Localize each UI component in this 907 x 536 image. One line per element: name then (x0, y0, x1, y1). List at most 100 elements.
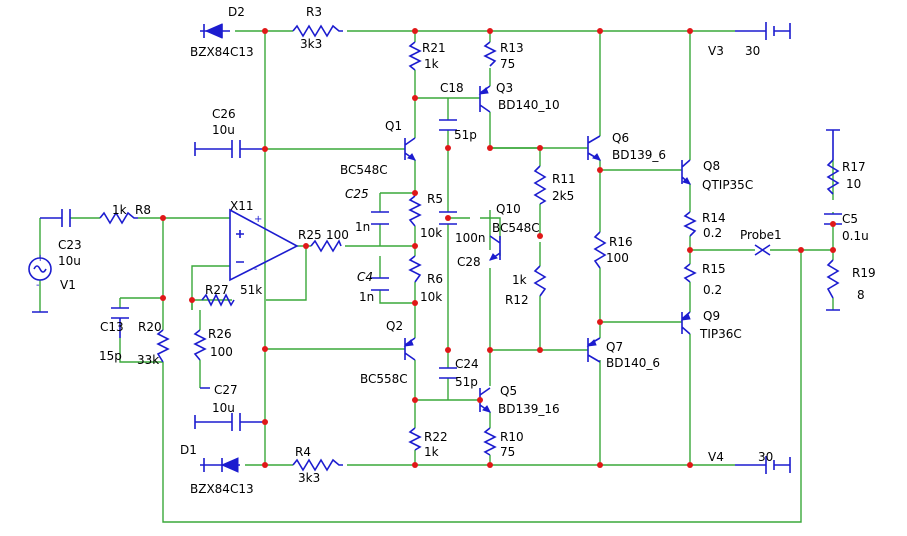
capacitor-c4 (371, 277, 389, 291)
resistor-r16 (593, 231, 607, 269)
label-r8-value: 1k (112, 203, 127, 217)
label-r22: R22 (424, 430, 448, 444)
labels: D2 BZX84C13 R3 3k3 R21 1k R13 75 V3 30 C… (36, 5, 876, 496)
label-c23-value: 10u (58, 254, 81, 268)
label-r14: R14 (702, 211, 726, 225)
resistor-r4 (292, 458, 343, 472)
label-r3: R3 (306, 5, 322, 19)
label-v1: V1 (60, 278, 76, 292)
label-c13: C13 (100, 320, 124, 334)
label-r12: R12 (505, 293, 529, 307)
label-r12-value: 1k (512, 273, 527, 287)
resistor-r11 (533, 165, 547, 205)
label-c5-value: 0.1u (842, 229, 869, 243)
label-q9-value: TIP36C (699, 327, 742, 341)
label-r16-value: 100 (606, 251, 629, 265)
label-q8-value: QTIP35C (702, 178, 753, 192)
label-r21-value: 1k (424, 57, 439, 71)
label-r25: R25 (298, 228, 322, 242)
resistor-r15 (683, 263, 697, 283)
label-r20: R20 (138, 320, 162, 334)
label-c24: C24 (455, 357, 479, 371)
label-d1: D1 (180, 443, 197, 457)
components (28, 22, 842, 474)
supply-sources (735, 22, 791, 474)
label-q7: Q7 (606, 340, 623, 354)
label-r27-value: 51k (240, 283, 262, 297)
label-q2-value: BC558C (360, 372, 408, 386)
label-r26: R26 (208, 327, 232, 341)
label-c26-value: 10u (212, 123, 235, 137)
supply-v4 (735, 456, 791, 474)
capacitors (40, 119, 842, 431)
label-r27: R27 (205, 283, 229, 297)
supply-v3 (735, 22, 791, 40)
label-c4: C4 (357, 270, 373, 284)
label-q7-value: BD140_6 (606, 356, 660, 370)
label-q3: Q3 (496, 81, 513, 95)
label-r13: R13 (500, 41, 524, 55)
label-r20-value: 33k (137, 353, 159, 367)
label-r15-value: 0.2 (703, 283, 722, 297)
label-r17: R17 (842, 160, 866, 174)
label-r3-value: 3k3 (300, 37, 322, 51)
label-r26-value: 100 (210, 345, 233, 359)
label-r6: R6 (427, 272, 443, 286)
label-r19: R19 (852, 266, 876, 280)
label-d2: D2 (228, 5, 245, 19)
label-opamp-plus: + (254, 214, 262, 225)
resistor-r14 (683, 211, 697, 237)
capacitor-c13 (111, 307, 129, 338)
probe1 (754, 244, 771, 256)
label-c13-value: 15p (99, 349, 122, 363)
label-q5: Q5 (500, 384, 517, 398)
resistor-r6 (408, 255, 422, 283)
resistor-r3 (292, 24, 343, 38)
label-q3-value: BD140_10 (498, 98, 560, 112)
label-c23: C23 (58, 238, 82, 252)
label-c28: C28 (457, 255, 481, 269)
label-x11: X11 (230, 199, 254, 213)
capacitor-c26 (194, 140, 265, 158)
diode-d2 (200, 23, 230, 39)
label-c27-value: 10u (212, 401, 235, 415)
label-r25-value: 100 (326, 228, 349, 242)
label-c26: C26 (212, 107, 236, 121)
capacitor-c23 (40, 209, 71, 227)
label-d1-value: BZX84C13 (190, 482, 254, 496)
capacitor-c28 (439, 211, 457, 225)
resistor-r19 (826, 259, 840, 299)
label-q10-value: BC548C (492, 221, 540, 235)
capacitor-c27 (194, 413, 265, 431)
diode-d1 (200, 457, 240, 473)
label-r13-value: 75 (500, 57, 515, 71)
label-v4-value: 30 (758, 450, 773, 464)
label-q6-value: BD139_6 (612, 148, 666, 162)
resistors (99, 24, 840, 472)
capacitor-c25 (371, 211, 389, 225)
label-c25-value: 1n (355, 220, 370, 234)
capacitor-c24 (439, 367, 457, 379)
label-q10: Q10 (496, 202, 521, 216)
resistor-r13 (483, 41, 497, 67)
resistor-r25 (310, 239, 342, 253)
label-r4: R4 (295, 445, 311, 459)
junction-nodes (160, 28, 836, 468)
ground-symbols (32, 129, 840, 389)
label-r6-value: 10k (420, 290, 442, 304)
label-r21: R21 (422, 41, 446, 55)
resistor-r26 (193, 329, 207, 361)
label-r17-value: 10 (846, 177, 861, 191)
voltage-source-v1 (28, 257, 52, 281)
label-q1: Q1 (385, 119, 402, 133)
resistor-r10 (483, 427, 497, 456)
resistor-r5 (408, 195, 422, 227)
transistor-arrows (403, 87, 691, 413)
label-v3-value: 30 (745, 44, 760, 58)
label-opamp-minus: - (254, 264, 258, 275)
label-r8: R8 (135, 203, 151, 217)
label-r14-value: 0.2 (703, 226, 722, 240)
resistor-r8 (99, 211, 138, 225)
label-c5: C5 (842, 212, 858, 226)
label-c18: C18 (440, 81, 464, 95)
